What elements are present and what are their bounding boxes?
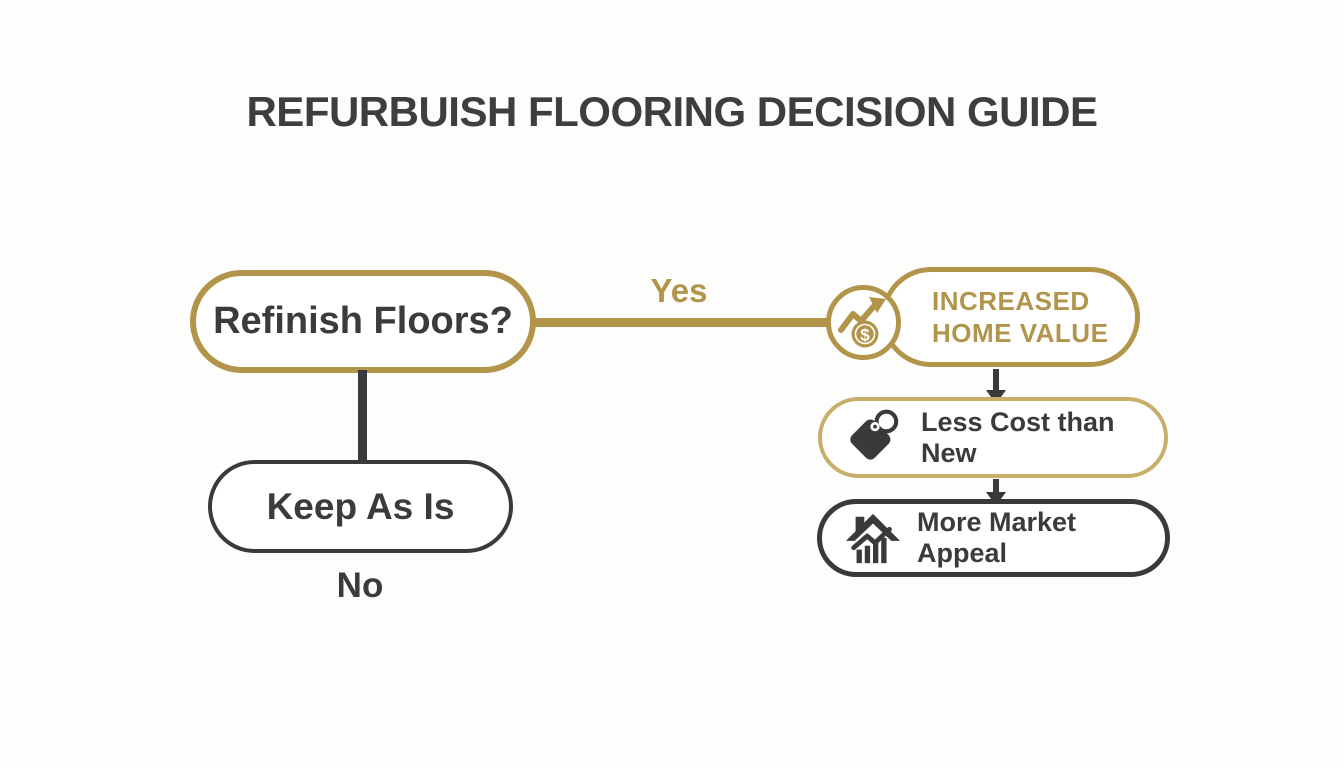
chart-up-dollar-icon: $ xyxy=(824,283,903,362)
increased-line2: HOME VALUE xyxy=(932,318,1109,348)
node-increased-home-value: INCREASED HOME VALUE xyxy=(881,267,1140,367)
coin-dollar-glyph: $ xyxy=(860,326,870,345)
node-less-cost: Less Cost than New xyxy=(818,397,1168,478)
node-market-appeal: More Market Appeal xyxy=(817,499,1170,577)
no-connector-line xyxy=(358,370,367,463)
node-market-appeal-label: More Market Appeal xyxy=(917,507,1077,568)
node-keep-as-is: Keep As Is xyxy=(208,460,513,553)
yes-edge-label: Yes xyxy=(650,272,708,309)
down-arrow-2-line xyxy=(993,479,999,493)
node-less-cost-label: Less Cost than New xyxy=(921,406,1115,468)
price-tag-icon xyxy=(842,406,906,470)
yes-connector-line xyxy=(532,318,837,327)
increased-line1: INCREASED xyxy=(932,285,1090,316)
page-title: REFURBUISH FLOORING DECISION GUIDE xyxy=(246,88,1098,135)
no-edge-label: No xyxy=(336,566,384,605)
node-keep-as-is-label: Keep As Is xyxy=(266,485,455,527)
chart-up-dollar-icon-svg: $ xyxy=(826,285,901,360)
down-arrow-1-line xyxy=(993,369,999,391)
node-refinish-floors-label: Refinish Floors? xyxy=(213,300,513,342)
house-chart-icon xyxy=(844,509,902,567)
node-refinish-floors: Refinish Floors? xyxy=(190,270,536,373)
node-increased-home-value-label: INCREASED HOME VALUE xyxy=(932,285,1108,350)
